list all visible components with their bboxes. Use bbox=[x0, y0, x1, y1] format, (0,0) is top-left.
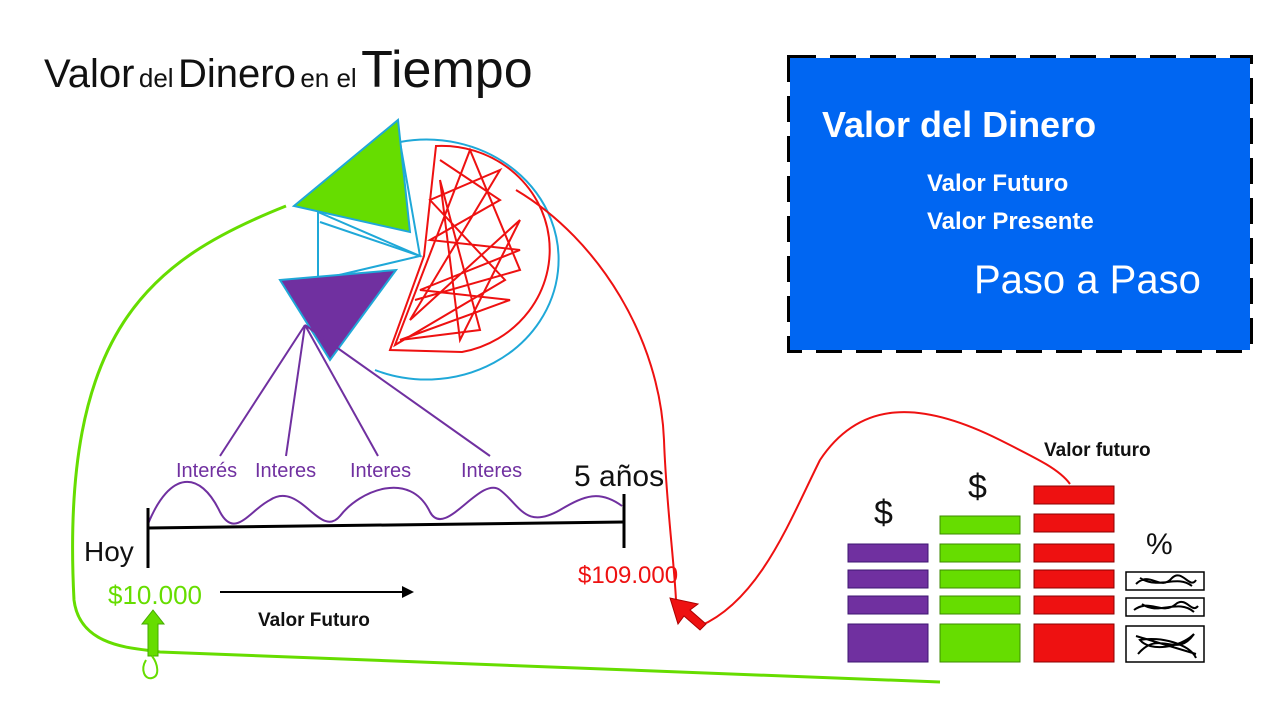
interest-label-2: Interes bbox=[255, 460, 317, 482]
interest-line-4 bbox=[304, 324, 491, 457]
percent-box bbox=[1125, 571, 1205, 591]
red-bar bbox=[1033, 569, 1115, 589]
pie-outline bbox=[374, 138, 560, 381]
info-box-line-1: Valor Futuro bbox=[927, 170, 1069, 197]
red-bar bbox=[1033, 543, 1115, 563]
interest-line-2 bbox=[285, 324, 306, 457]
green-up-arrow bbox=[140, 609, 166, 680]
red-arrow-icon bbox=[669, 597, 707, 631]
title-word-4: en el bbox=[300, 63, 357, 93]
valor-futuro-label: Valor Futuro bbox=[258, 610, 370, 631]
bar-column-green bbox=[939, 515, 1021, 663]
green-bar bbox=[939, 515, 1021, 535]
percent-label: % bbox=[1146, 528, 1173, 561]
red-bar bbox=[1033, 513, 1115, 533]
red-connector-pie bbox=[515, 189, 677, 601]
dollar-label-1: $ bbox=[874, 494, 893, 532]
pie-slice-cyan-lower bbox=[317, 210, 424, 282]
percent-box bbox=[1125, 625, 1205, 663]
timeline-start-label: Hoy bbox=[84, 536, 134, 567]
timeline bbox=[146, 494, 626, 568]
interest-line-1 bbox=[219, 324, 306, 457]
pie-chart bbox=[278, 118, 560, 381]
page-title: Valor del Dinero en el Tiempo bbox=[44, 40, 533, 100]
pie-slice-purple bbox=[278, 268, 399, 362]
green-bar bbox=[939, 543, 1021, 563]
title-word-5: Tiempo bbox=[361, 41, 533, 99]
green-bar bbox=[939, 623, 1021, 663]
bar-column-purple bbox=[847, 543, 929, 663]
interest-label-3: Interes bbox=[350, 460, 412, 482]
purple-bar bbox=[847, 623, 929, 663]
percent-scribbles bbox=[1133, 574, 1199, 659]
green-bar bbox=[939, 569, 1021, 589]
purple-bar bbox=[847, 595, 929, 615]
bar-column-red bbox=[1033, 485, 1115, 663]
title-word-3: Dinero bbox=[178, 52, 296, 96]
title-word-2: del bbox=[138, 63, 174, 93]
present-amount: $10.000 bbox=[108, 580, 202, 610]
red-bar bbox=[1033, 623, 1115, 663]
purple-bar bbox=[847, 569, 929, 589]
interest-wave bbox=[147, 481, 623, 525]
info-box-step: Paso a Paso bbox=[974, 258, 1201, 302]
purple-bar bbox=[847, 543, 929, 563]
pie-slice-green bbox=[291, 118, 412, 234]
interest-label-1: Interés bbox=[176, 460, 238, 482]
interest-line-3 bbox=[304, 324, 379, 457]
pie-slice-cyan-upper bbox=[319, 141, 422, 258]
timeline-end-label: 5 años bbox=[574, 460, 665, 493]
red-bar bbox=[1033, 485, 1115, 505]
future-amount: $109.000 bbox=[578, 562, 679, 589]
red-scribble bbox=[393, 147, 522, 348]
future-value-label: Valor futuro bbox=[1044, 440, 1151, 461]
interest-label-4: Interes bbox=[461, 460, 523, 482]
blue-box-dashed-border bbox=[787, 55, 1253, 353]
interest-lines bbox=[147, 324, 623, 525]
green-bar bbox=[939, 595, 1021, 615]
green-loop-line bbox=[71, 204, 941, 684]
info-box-line-2: Valor Presente bbox=[927, 208, 1094, 235]
red-connector-bars bbox=[699, 411, 1071, 627]
title-word-1: Valor bbox=[44, 52, 135, 96]
info-box-heading: Valor del Dinero bbox=[822, 104, 1097, 145]
timeline-axis bbox=[147, 520, 625, 530]
valor-futuro-arrow bbox=[220, 586, 414, 598]
red-bar bbox=[1033, 595, 1115, 615]
dollar-label-2: $ bbox=[968, 468, 987, 506]
info-box: Valor del Dinero Valor Futuro Valor Pres… bbox=[790, 58, 1250, 350]
